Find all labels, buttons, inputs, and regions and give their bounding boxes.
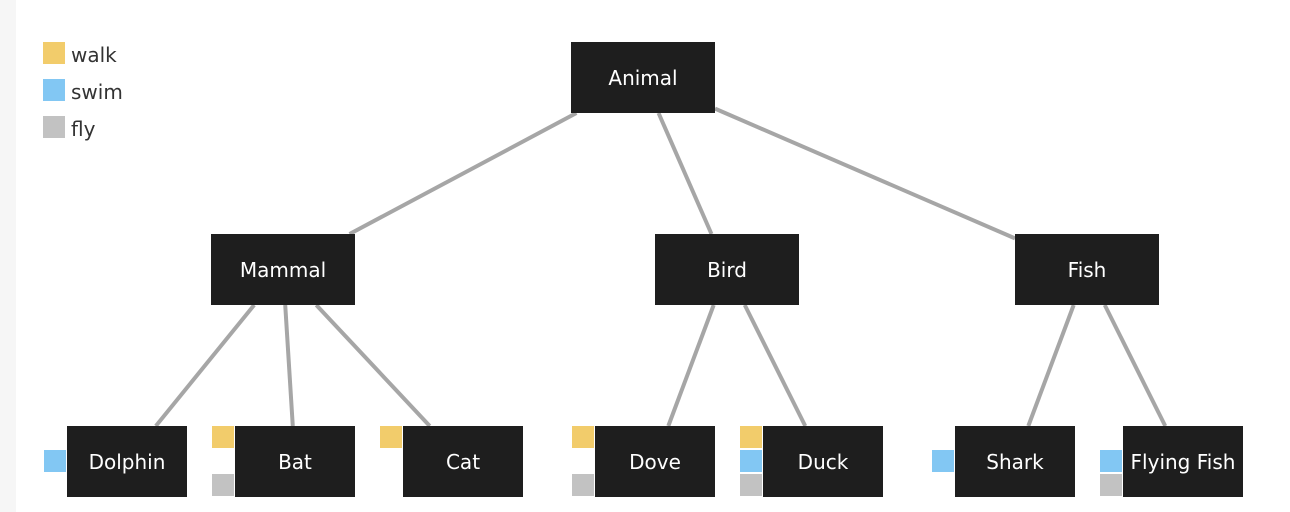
flying-fish-fly-square <box>1100 474 1122 496</box>
edge-animal-fish <box>714 106 1016 241</box>
cat-walk-square <box>380 426 402 448</box>
node-bird[interactable]: Bird <box>655 234 799 305</box>
edge-bird-dove <box>666 304 716 427</box>
edge-animal-mammal <box>348 111 578 236</box>
edge-mammal-cat <box>314 303 432 428</box>
edge-mammal-dolphin <box>154 303 256 428</box>
bat-fly-square <box>212 474 234 496</box>
duck-fly-square <box>740 474 762 496</box>
node-flying-fish[interactable]: Flying Fish <box>1123 426 1243 497</box>
node-duck[interactable]: Duck <box>763 426 883 497</box>
node-cat[interactable]: Cat <box>403 426 523 497</box>
legend-label-swim: swim <box>71 80 123 104</box>
node-fish[interactable]: Fish <box>1015 234 1159 305</box>
edge-bird-duck <box>742 304 808 427</box>
edge-fish-shark <box>1026 304 1076 427</box>
legend-label-fly: fly <box>71 117 96 141</box>
dove-walk-square <box>572 426 594 448</box>
shark-swim-square <box>932 450 954 472</box>
node-dove[interactable]: Dove <box>595 426 715 497</box>
node-shark[interactable]: Shark <box>955 426 1075 497</box>
dove-fly-square <box>572 474 594 496</box>
node-mammal[interactable]: Mammal <box>211 234 355 305</box>
dolphin-swim-square <box>44 450 66 472</box>
legend-swatch-swim <box>43 79 65 101</box>
duck-swim-square <box>740 450 762 472</box>
legend-swatch-fly <box>43 116 65 138</box>
edge-animal-bird <box>656 112 714 235</box>
duck-walk-square <box>740 426 762 448</box>
edge-mammal-bat <box>283 304 295 427</box>
node-dolphin[interactable]: Dolphin <box>67 426 187 497</box>
edge-fish-flying_fish <box>1102 304 1168 427</box>
node-bat[interactable]: Bat <box>235 426 355 497</box>
legend-swatch-walk <box>43 42 65 64</box>
flying-fish-swim-square <box>1100 450 1122 472</box>
node-animal[interactable]: Animal <box>571 42 715 113</box>
legend-label-walk: walk <box>71 43 117 67</box>
bat-walk-square <box>212 426 234 448</box>
left-margin-strip <box>0 0 16 512</box>
